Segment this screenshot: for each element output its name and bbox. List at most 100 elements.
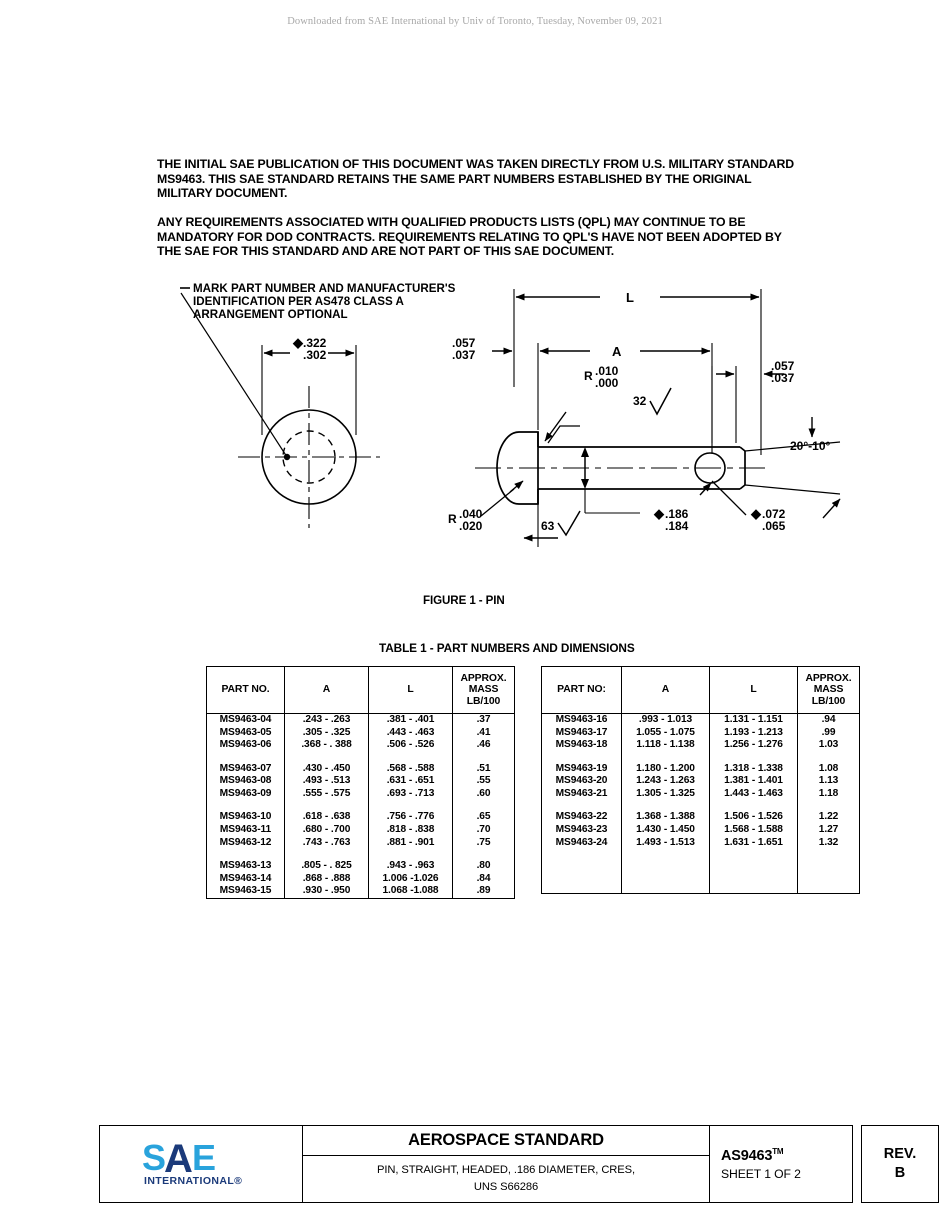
table-cell: .51 [452, 762, 515, 776]
table-cell: 1.08 [797, 762, 860, 776]
diameter-symbol-head: ◆ [292, 335, 304, 350]
table-cell-empty [452, 751, 515, 763]
dimensions-table-left-wrapper: PART NO. A L APPROX. MASS LB/100 MS9463-… [206, 666, 515, 899]
surface-finish-32: 32 [633, 394, 647, 408]
dimensions-table-right: PART NO: A L APPROX. MASS LB/100 MS9463-… [541, 666, 860, 894]
table-cell: .41 [452, 726, 515, 739]
table-cell-empty [206, 751, 285, 763]
end-chamfer-max: .057 [771, 359, 795, 373]
shank-dia-max: .186 [665, 507, 689, 521]
fillet-r-min: .000 [595, 376, 619, 390]
table-spacer-row [541, 882, 860, 894]
table-cell-empty [284, 849, 369, 861]
table-cell-empty [709, 751, 798, 763]
subtitle-line2: UNS S66286 [473, 1181, 539, 1193]
head-r-min: .020 [459, 519, 483, 533]
header-l: L [709, 666, 798, 714]
table-spacer-row [541, 871, 860, 883]
fillet-r-label: R [584, 369, 593, 383]
table-cell-empty [709, 849, 798, 861]
table-cell: .680 - .700 [284, 823, 369, 837]
table-cell: .430 - .450 [284, 762, 369, 776]
table-cell: .89 [452, 885, 515, 899]
table-cell: .493 - .513 [284, 775, 369, 788]
table-cell: 1.055 - 1.075 [621, 726, 710, 739]
header-mass-line1: APPROX. [805, 672, 852, 684]
hole-dia-min: .065 [762, 519, 786, 533]
head-dia-max: .322 [303, 336, 327, 350]
intro-para2-line3: THE SAE FOR THIS STANDARD AND ARE NOT PA… [157, 244, 615, 259]
table-cell: 1.180 - 1.200 [621, 762, 710, 776]
header-l: L [368, 666, 453, 714]
table-cell: .930 - .950 [284, 885, 369, 899]
table-cell-empty [452, 849, 515, 861]
surface-finish-63: 63 [541, 519, 555, 533]
table-cell: 1.118 - 1.138 [621, 739, 710, 752]
table-cell-empty [541, 849, 622, 861]
table-cell: MS9463-07 [206, 762, 285, 776]
table-cell: 1.193 - 1.213 [709, 726, 798, 739]
table-cell-empty [541, 800, 622, 812]
table-cell: .618 - .638 [284, 811, 369, 824]
table-cell: MS9463-09 [206, 787, 285, 801]
table-cell: 1.18 [797, 787, 860, 801]
table-cell: 1.068 -1.088 [368, 885, 453, 899]
figure-caption: FIGURE 1 - PIN [423, 594, 505, 607]
table-cell: 1.03 [797, 739, 860, 752]
end-chamfer-min: .037 [771, 371, 795, 385]
intro-para1-line3: MILITARY DOCUMENT. [157, 186, 288, 201]
table-cell: .756 - .776 [368, 811, 453, 824]
table-cell-empty [709, 860, 798, 872]
table-cell-empty [797, 800, 860, 812]
table-spacer-row [206, 849, 515, 861]
diameter-symbol-hole: ◆ [750, 506, 762, 521]
sae-logo-graphic: S E A INTERNATIONAL® [143, 1139, 242, 1187]
svg-text:S: S [143, 1139, 166, 1178]
length-label: L [626, 290, 634, 305]
table-row: MS9463-11.680 - .700.818 - .838.70 [206, 823, 515, 837]
table-cell-empty [452, 800, 515, 812]
standard-subtitle: PIN, STRAIGHT, HEADED, .186 DIAMETER, CR… [303, 1156, 709, 1202]
paragraph-gap [157, 201, 857, 216]
table-cell: .693 - .713 [368, 787, 453, 801]
mark-note-line1: MARK PART NUMBER AND MANUFACTURER'S [193, 282, 456, 295]
dimensions-table-left: PART NO. A L APPROX. MASS LB/100 MS9463-… [206, 666, 515, 899]
table-cell: 1.443 - 1.463 [709, 787, 798, 801]
header-mass-line2: MASS [813, 684, 844, 696]
intro-para1-line1: THE INITIAL SAE PUBLICATION OF THIS DOCU… [157, 157, 794, 171]
table-cell-empty [206, 849, 285, 861]
revision-label: REV. [883, 1146, 917, 1162]
dimensions-table-right-wrapper: PART NO: A L APPROX. MASS LB/100 MS9463-… [541, 666, 860, 894]
table-row: MS9463-07.430 - .450.568 - .588.51 [206, 762, 515, 776]
table-cell-empty [368, 849, 453, 861]
table-spacer-row [541, 751, 860, 763]
table-cell: .805 - . 825 [284, 860, 369, 873]
table-cell: .70 [452, 823, 515, 837]
table-cell-empty [797, 751, 860, 763]
table-cell: MS9463-08 [206, 775, 285, 788]
table-cell: 1.243 - 1.263 [621, 775, 710, 788]
table-cell: .818 - .838 [368, 823, 453, 837]
table-cell: .568 - .588 [368, 762, 453, 776]
a-label: A [612, 344, 622, 359]
table-cell: .75 [452, 836, 515, 850]
head-thk-min: .037 [452, 348, 476, 362]
table-cell: .443 - .463 [368, 726, 453, 739]
table-cell: MS9463-15 [206, 885, 285, 899]
table-cell-empty [621, 800, 710, 812]
table-cell: MS9463-05 [206, 726, 285, 739]
table-cell: 1.493 - 1.513 [621, 836, 710, 850]
document-number: AS9463TM [721, 1147, 852, 1164]
hole-dia-max: .072 [762, 507, 786, 521]
table-cell: MS9463-06 [206, 739, 285, 752]
svg-text:A: A [164, 1139, 193, 1181]
table-cell: 1.32 [797, 836, 860, 850]
table-cell: 1.256 - 1.276 [709, 739, 798, 752]
table-cell: .243 - .263 [284, 713, 369, 727]
table-spacer-row [541, 800, 860, 812]
